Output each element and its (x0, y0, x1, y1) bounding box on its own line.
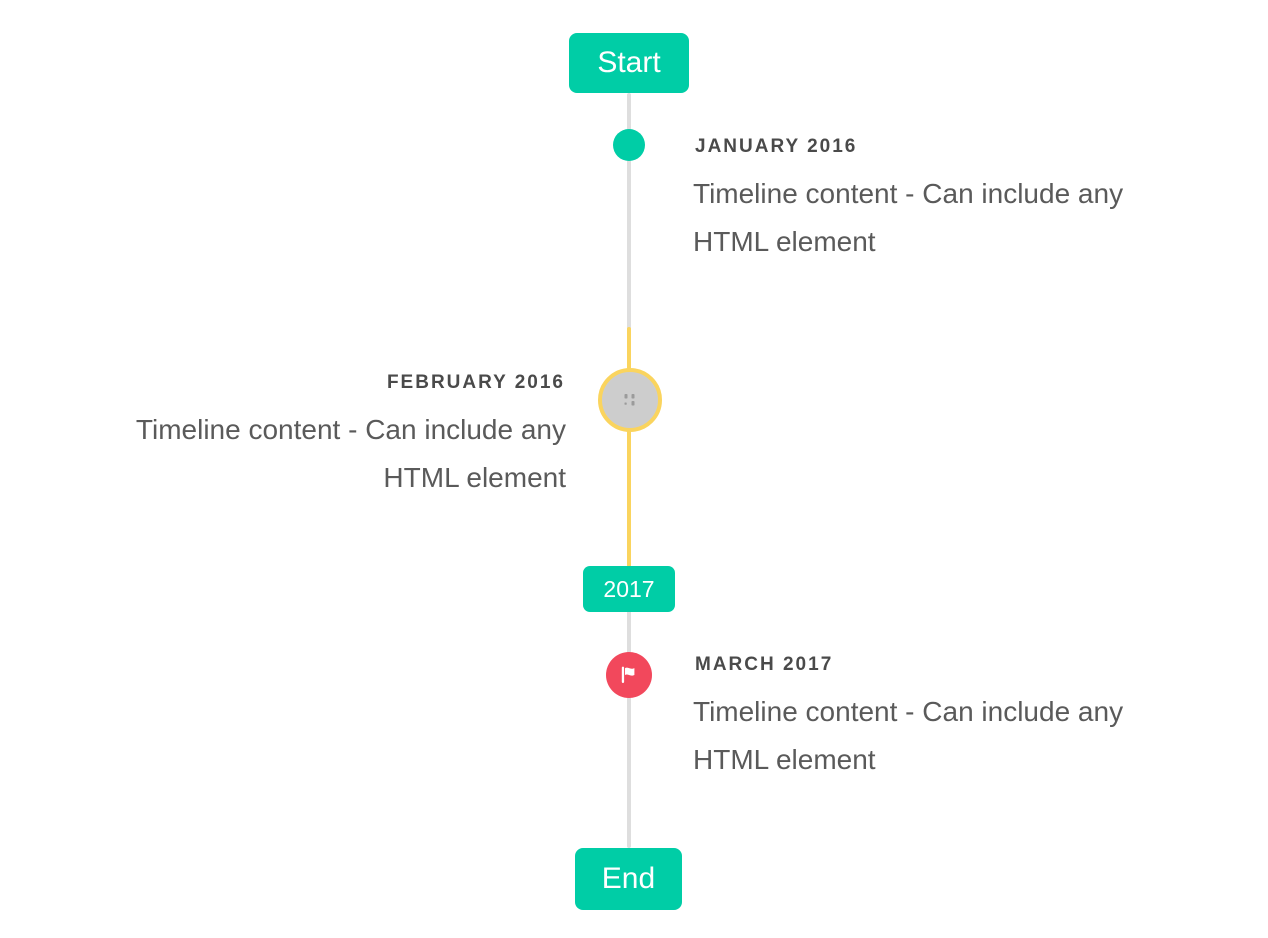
milestone-circle-february-2016 (598, 368, 662, 432)
entry-content-line: Timeline content - Can include any (693, 178, 1124, 209)
milestone-circle-march-2017 (606, 652, 652, 698)
entry-content-line: HTML element (383, 462, 566, 493)
entry-content-line: HTML element (693, 226, 876, 257)
entry-content-february-2016: Timeline content - Can include any HTML … (26, 406, 566, 502)
entry-content-line: Timeline content - Can include any (693, 696, 1124, 727)
entry-content-march-2017: Timeline content - Can include any HTML … (693, 688, 1233, 784)
entry-title-february-2016: FEBRUARY 2016 (386, 372, 565, 393)
entry-title-january-2016: JANUARY 2016 (695, 136, 858, 157)
timeline-highlight-segment (627, 327, 631, 567)
end-flag-label: End (601, 862, 656, 895)
broken-image-icon (624, 394, 634, 406)
entry-content-january-2016: Timeline content - Can include any HTML … (693, 170, 1233, 266)
year-badge-label: 2017 (603, 575, 655, 602)
entry-content-line: Timeline content - Can include any (135, 414, 566, 445)
entry-title-march-2017: MARCH 2017 (695, 654, 834, 675)
end-flag: End (575, 848, 682, 910)
entry-content-line: HTML element (693, 744, 876, 775)
year-badge-2017: 2017 (583, 566, 675, 612)
start-flag: Start (569, 33, 689, 93)
start-flag-label: Start (597, 46, 661, 79)
flag-icon (621, 666, 635, 683)
milestone-dot-january-2016 (613, 129, 645, 161)
